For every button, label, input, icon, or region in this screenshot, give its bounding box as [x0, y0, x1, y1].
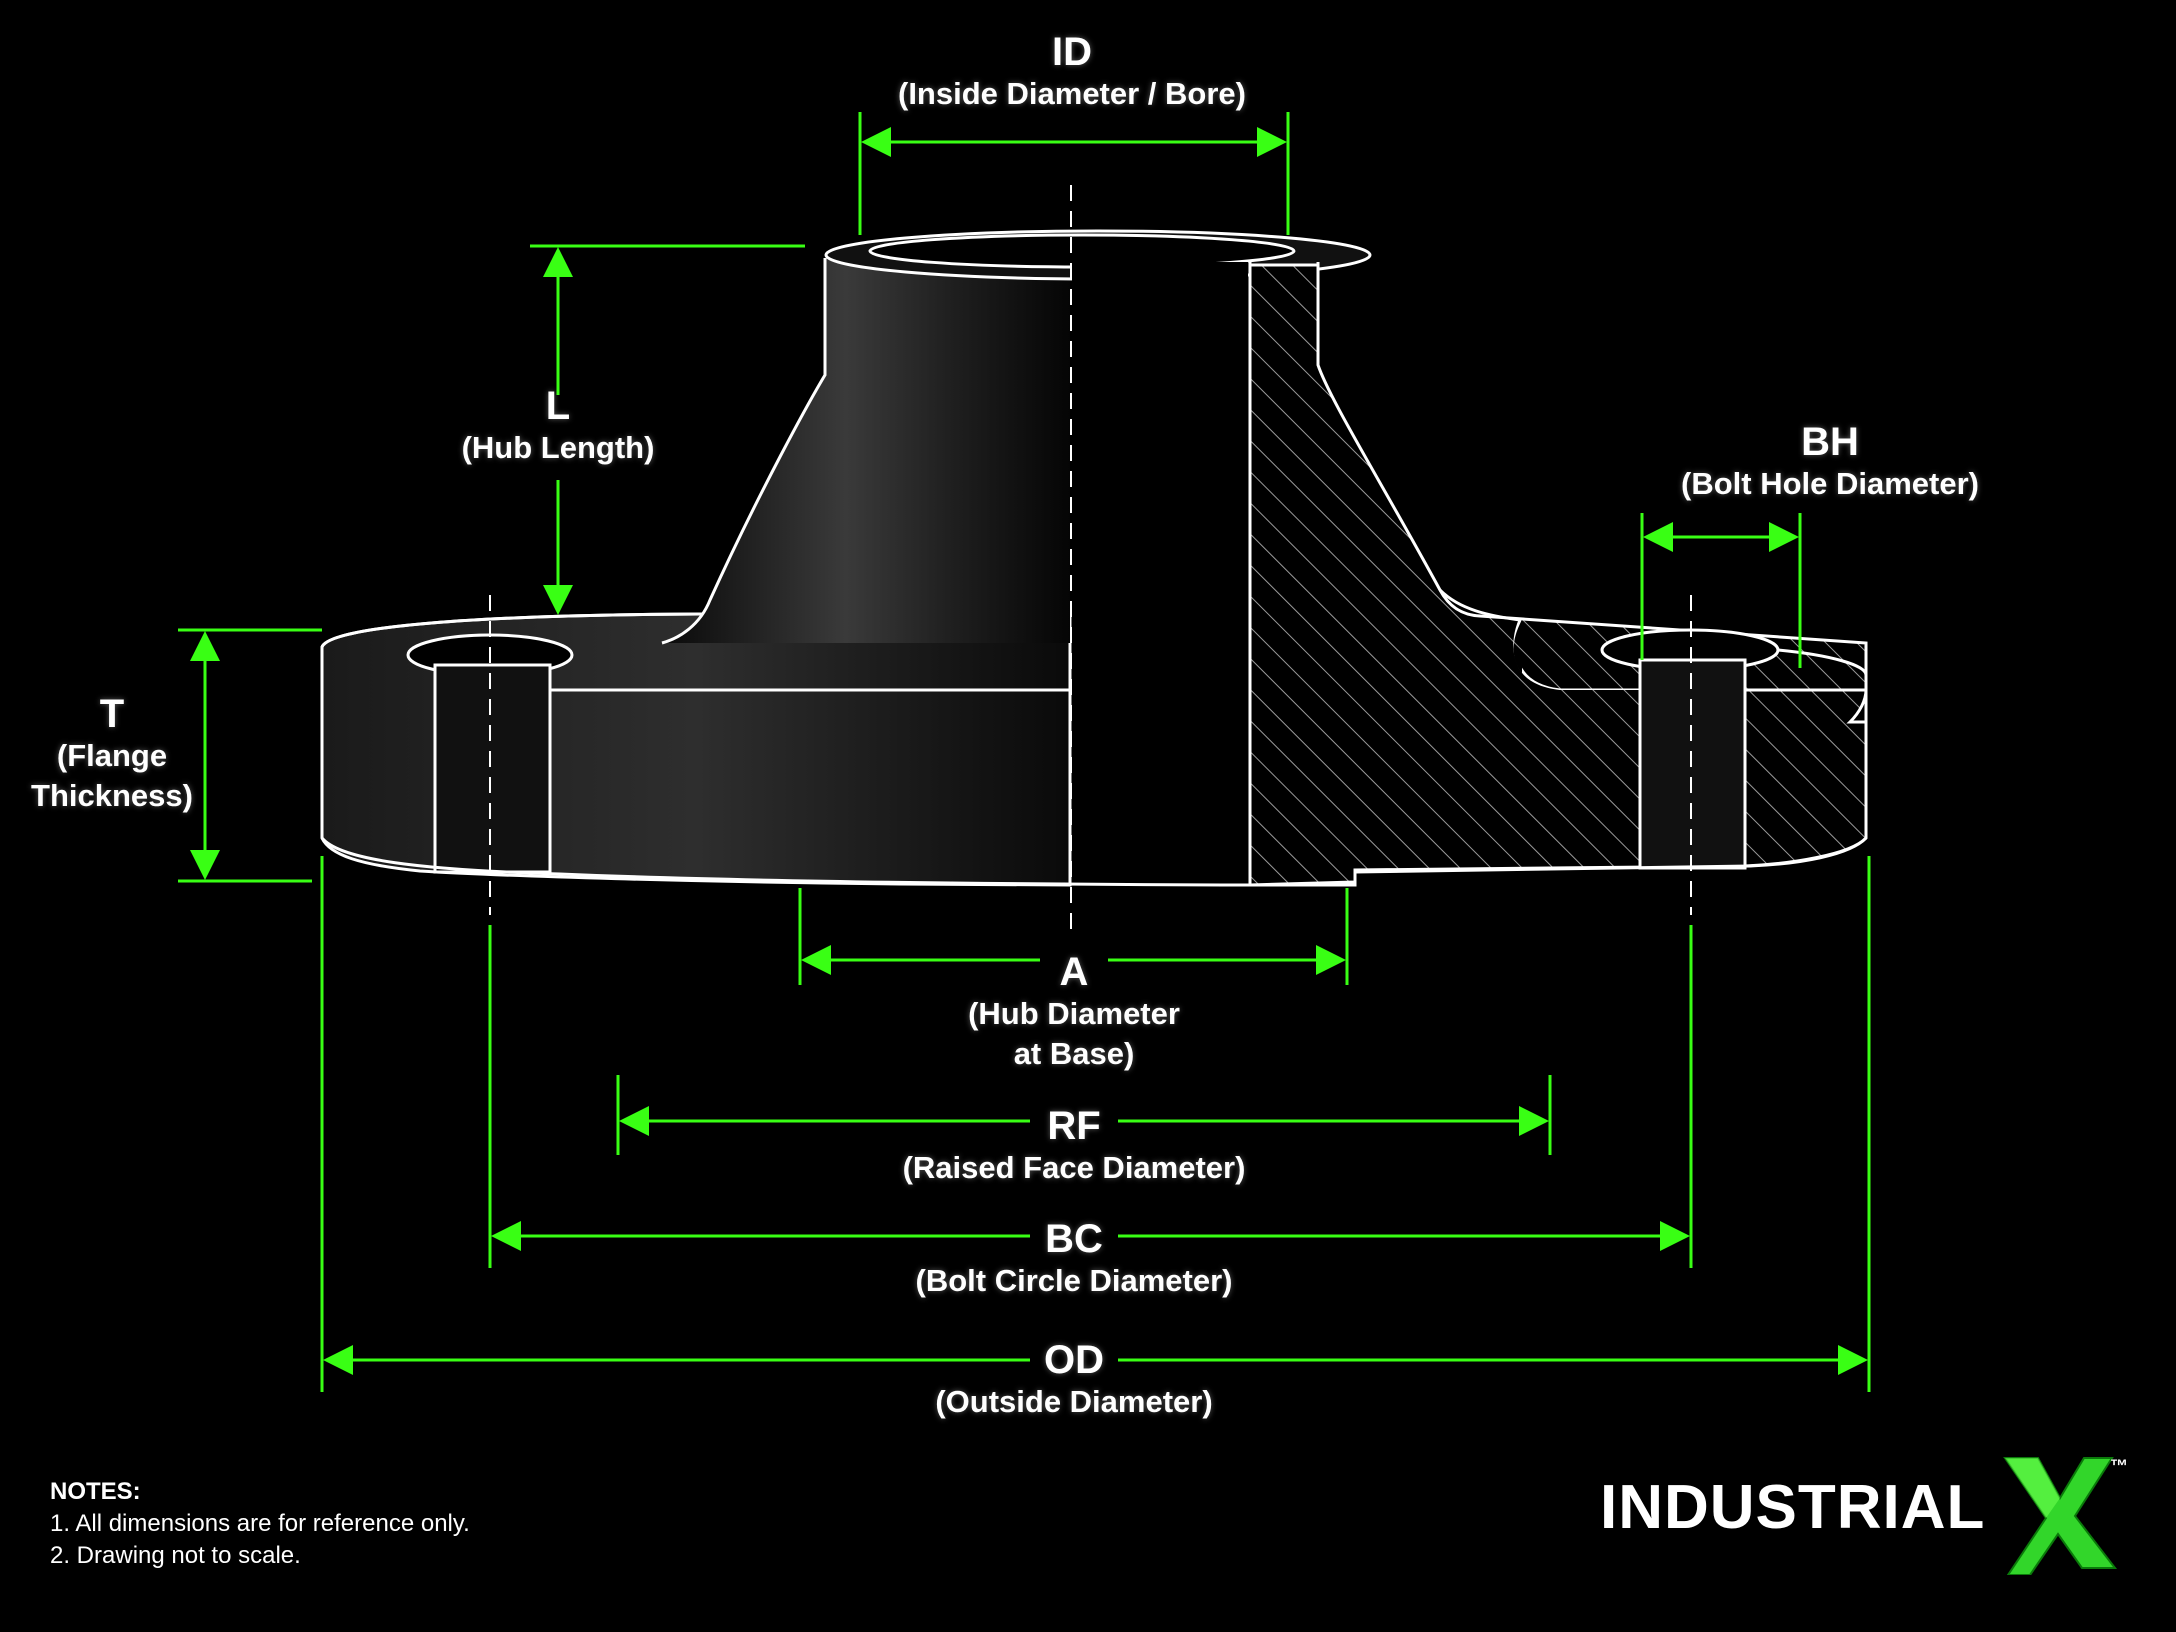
label-a-desc-1: (Hub Diameter [968, 996, 1180, 1031]
bore-interior [1072, 262, 1248, 882]
label-t-desc-1: (Flange [56, 738, 168, 773]
label-od: OD (Outside Diameter) [874, 1338, 1274, 1422]
label-bh: BH (Bolt Hole Diameter) [1640, 420, 2020, 504]
label-t-desc-2: Thickness) [31, 778, 193, 813]
bolt-hole-right-bore [1638, 658, 1747, 870]
label-bc: BC (Bolt Circle Diameter) [874, 1217, 1274, 1301]
label-a: A (Hub Diameter at Base) [924, 950, 1224, 1074]
label-rf: RF (Raised Face Diameter) [874, 1104, 1274, 1188]
notes-block: NOTES: 1. All dimensions are for referen… [50, 1476, 470, 1572]
label-rf-code: RF [1047, 1104, 1101, 1148]
label-l: L (Hub Length) [408, 384, 708, 468]
label-od-desc: (Outside Diameter) [935, 1384, 1213, 1419]
industrial-x-logo: INDUSTRIAL ™ [1600, 1450, 2140, 1590]
dimension-lines [178, 112, 1871, 1392]
label-rf-desc: (Raised Face Diameter) [902, 1150, 1246, 1185]
label-l-desc: (Hub Length) [461, 430, 655, 465]
label-bh-code: BH [1801, 420, 1859, 464]
label-a-desc-2: at Base) [1013, 1036, 1135, 1071]
label-t: T (Flange Thickness) [12, 692, 212, 816]
flange-body [320, 229, 1868, 887]
label-od-code: OD [1044, 1338, 1104, 1382]
label-t-code: T [99, 692, 125, 736]
bolt-hole-left-bore [433, 663, 552, 874]
logo-text: INDUSTRIAL [1600, 1473, 1986, 1542]
note-item-2: 2. Drawing not to scale. [50, 1542, 301, 1569]
hub-exterior-left [662, 258, 1070, 643]
note-item-1: 1. All dimensions are for reference only… [50, 1510, 470, 1537]
logo-trademark: ™ [2110, 1456, 2128, 1476]
label-id: ID (Inside Diameter / Bore) [872, 30, 1272, 114]
label-bc-desc: (Bolt Circle Diameter) [915, 1263, 1233, 1298]
label-id-desc: (Inside Diameter / Bore) [898, 76, 1246, 111]
logo-x-mark-icon [2003, 1457, 2118, 1575]
label-bh-desc: (Bolt Hole Diameter) [1681, 466, 1979, 501]
label-bc-code: BC [1045, 1217, 1103, 1261]
label-a-code: A [1059, 950, 1089, 994]
label-id-code: ID [1052, 30, 1092, 74]
notes-title: NOTES: [50, 1478, 141, 1505]
centerlines [489, 185, 1692, 935]
label-l-code: L [545, 384, 571, 428]
